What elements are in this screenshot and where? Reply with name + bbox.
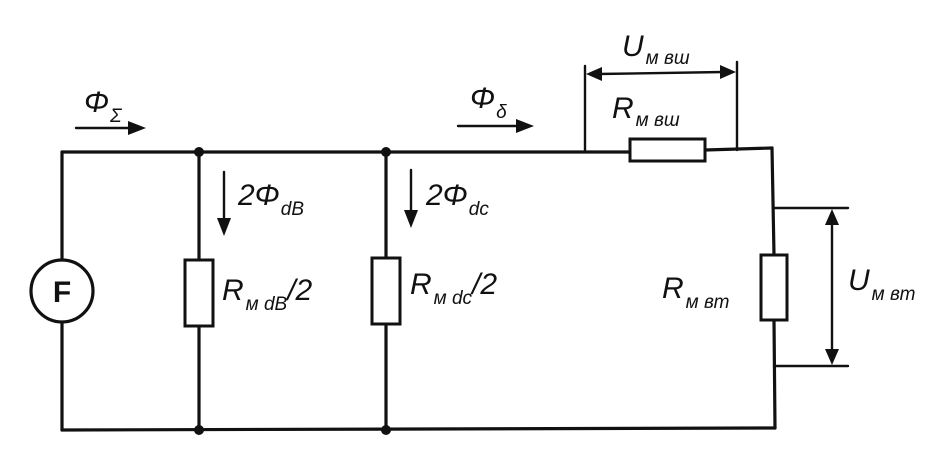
junction-dot — [194, 147, 204, 157]
arrowhead — [825, 349, 839, 365]
arrowhead — [720, 65, 736, 79]
branch-vt-top — [770, 146, 776, 257]
mmf-source: F — [29, 258, 95, 324]
wiring — [60, 60, 850, 432]
resistor-db — [183, 258, 215, 328]
arrowhead — [516, 119, 534, 133]
arrowhead — [217, 218, 231, 236]
bottom-rail — [60, 426, 777, 432]
arrowhead — [825, 209, 839, 225]
u-vsh-dimension — [596, 70, 726, 76]
junctions — [194, 147, 391, 435]
junction-dot — [381, 147, 391, 157]
resistor-vsh — [628, 137, 707, 163]
arrowhead — [128, 121, 146, 135]
source-label: F — [53, 276, 71, 309]
flux-dc-label: 2Φdc — [425, 179, 489, 220]
flux-gap-label: Φδ — [470, 82, 507, 123]
source-circle — [29, 258, 95, 324]
junction-dot — [381, 425, 391, 435]
junction-dot — [194, 425, 204, 435]
top-rail-right — [703, 146, 774, 152]
resistor-dc — [370, 256, 402, 326]
flux-arrows — [74, 65, 839, 365]
arrowhead — [586, 67, 602, 81]
arrowhead — [404, 210, 418, 228]
flux-total-label: ΦΣ — [84, 86, 122, 127]
flux-db-label: 2ΦdB — [237, 179, 304, 220]
branch-vt-bottom — [772, 318, 777, 430]
resistor-vt — [759, 253, 789, 322]
